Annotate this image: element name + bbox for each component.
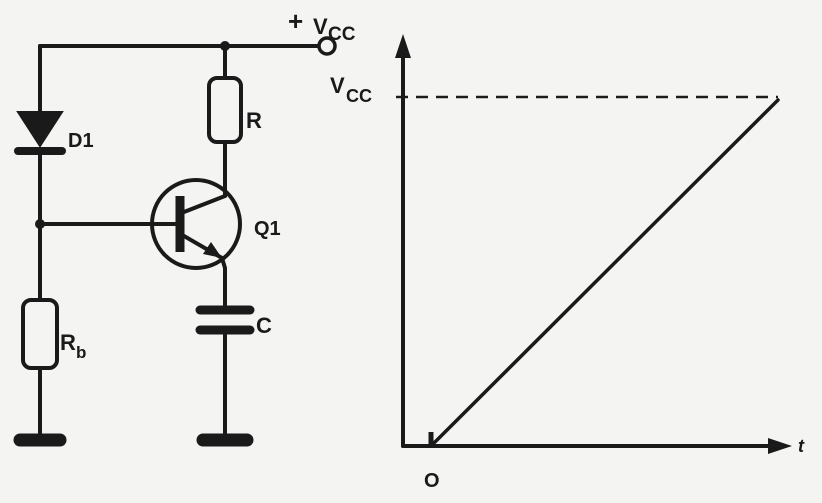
rb-label-sub: b [76, 343, 86, 362]
emitter-to-cap-wire [220, 256, 227, 308]
resistor-r [207, 76, 243, 144]
transistor-label: Q1 [254, 218, 281, 240]
capacitor-label: C [256, 313, 272, 338]
capacitor-c [195, 305, 255, 335]
resistor-rb [21, 298, 59, 370]
resistor-label: R [246, 108, 262, 133]
vcc-terminal [317, 36, 337, 56]
y-vcc-label-main: V [330, 73, 345, 98]
y-axis-arrow [395, 34, 411, 58]
circuit-schematic: + V CC D1 R Q1 C R b [13, 6, 356, 447]
x-axis-t-label: t [798, 436, 805, 456]
diode-d1 [14, 111, 66, 155]
supply-sub-label: CC [328, 24, 356, 45]
diode-label: D1 [68, 130, 94, 152]
ramp-graph: V CC t O [330, 34, 805, 492]
x-axis-arrow [768, 438, 792, 454]
y-vcc-label-sub: CC [346, 86, 372, 106]
supply-plus-label: + [288, 6, 303, 36]
rb-label-main: R [60, 330, 76, 355]
ramp-line [429, 98, 780, 448]
origin-label: O [424, 470, 440, 492]
supply-v-label: V [313, 14, 328, 39]
transistor-q1 [150, 178, 242, 270]
emitter-arrow [203, 242, 222, 258]
